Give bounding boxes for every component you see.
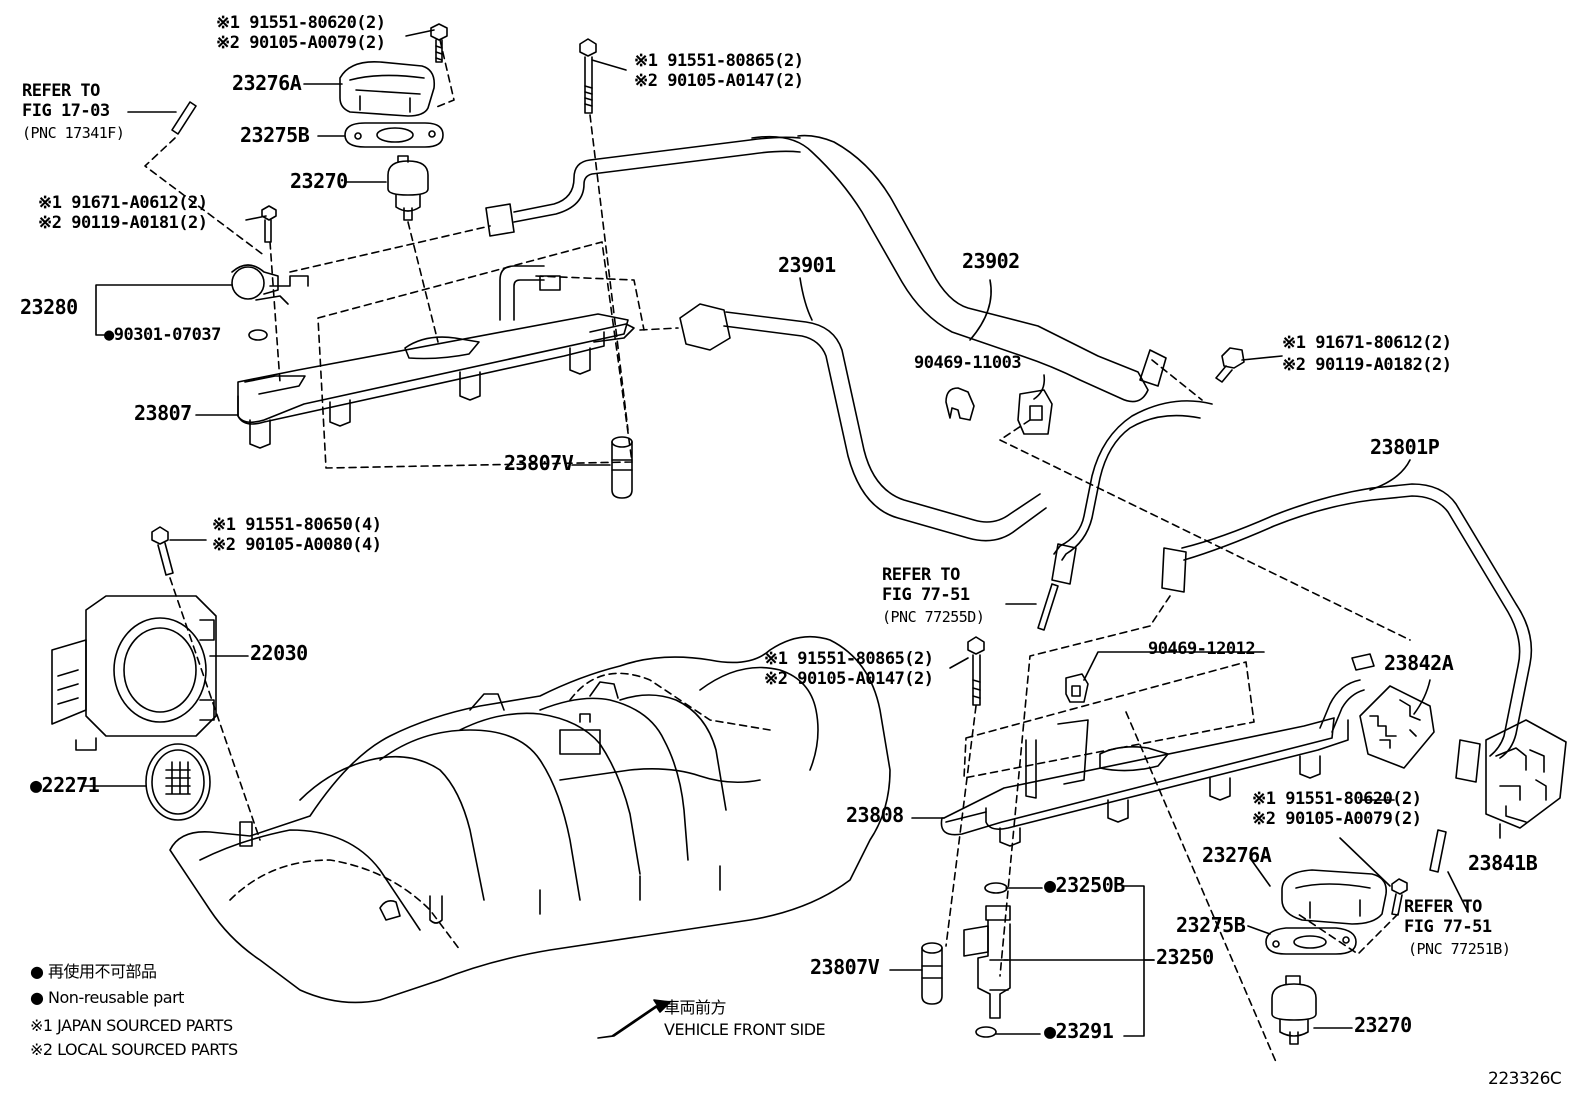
figure-id: 223326C	[1488, 1069, 1562, 1089]
callout-23808: 23808	[846, 803, 904, 827]
refer-line: (PNC 77251B)	[1408, 940, 1511, 958]
part-label: ※2 90105-A0147(2)	[634, 71, 804, 91]
part-label: ※2 90105-A0080(4)	[212, 535, 382, 555]
harness-bracket-23842a-icon	[1359, 685, 1435, 769]
clamp-90469-icon	[945, 387, 1053, 435]
cover-23276a-lower-icon	[1281, 869, 1388, 925]
part-label: ※1 91551-80865(2)	[634, 51, 804, 71]
refer-line: FIG 17-03	[22, 101, 110, 121]
vehicle-front-jp: 車両前方	[664, 998, 727, 1017]
callout-23276a-lower: 23276A	[1202, 843, 1272, 867]
gasket-23275b-icon	[344, 122, 444, 148]
injector-23250-icon	[963, 882, 1011, 1038]
front-arrow-icon	[597, 999, 671, 1039]
callout-22030: 22030	[250, 641, 308, 665]
legend-japan-sourced: ※1 JAPAN SOURCED PARTS	[30, 1016, 233, 1035]
part-label: ※1 91551-80620(2)	[1252, 789, 1422, 809]
part-label: ※2 90119-A0182(2)	[1282, 355, 1452, 375]
part-label: ※2 90119-A0181(2)	[38, 213, 208, 233]
fuel-hose-23902-icon	[485, 134, 1213, 585]
gasket-22271-icon	[145, 743, 211, 821]
callout-23842a: 23842A	[1384, 651, 1454, 675]
callout-23270-lower: 23270	[1354, 1013, 1412, 1037]
callout-23807v-lower: 23807V	[810, 955, 880, 979]
callout-22271: ●22271	[30, 773, 100, 797]
callout-23270: 23270	[290, 169, 348, 193]
long-bolt-icon	[579, 38, 597, 114]
bolt-lower-icon	[1391, 878, 1408, 916]
callout-23901: 23901	[778, 253, 836, 277]
o-ring-icon	[248, 329, 268, 341]
part-label: ※1 91551-80620(2)	[216, 13, 386, 33]
long-bolt-lower-icon	[967, 636, 985, 706]
bolt-91551-80650-icon	[151, 526, 174, 576]
refer-line: (PNC 77255D)	[882, 608, 985, 626]
gasket-23275b-lower-icon	[1265, 927, 1357, 955]
regulator-23270-icon	[387, 155, 429, 221]
refer-line: (PNC 17341F)	[22, 124, 125, 142]
callout-23280: 23280	[20, 295, 78, 319]
fuel-hose-23901-icon	[679, 303, 1047, 542]
clamp-90469-12012-icon	[1065, 673, 1089, 703]
collar-23807v-lower-icon	[921, 942, 943, 1005]
vehicle-front-en: VEHICLE FRONT SIDE	[664, 1020, 826, 1039]
refer-line: REFER TO	[22, 81, 100, 101]
part-label: ※1 91551-80650(4)	[212, 515, 382, 535]
harness-bracket-23841b-icon	[1485, 719, 1567, 829]
callout-23807v: 23807V	[504, 451, 574, 475]
callout-23250b: ●23250B	[1044, 873, 1125, 897]
fuel-hose-23801p-icon	[1161, 483, 1533, 783]
pulsation-damper-icon	[231, 264, 309, 305]
callout-23276a: 23276A	[232, 71, 302, 95]
bolt-91671-right-icon	[1215, 347, 1245, 383]
part-label: ※2 90105-A0079(2)	[216, 33, 386, 53]
callout-23291: ●23291	[1044, 1019, 1114, 1043]
bolt-91671-icon	[261, 205, 277, 243]
callout-23275b-lower: 23275B	[1176, 913, 1246, 937]
part-label: ※2 90105-A0147(2)	[764, 669, 934, 689]
regulator-23270-lower-icon	[1271, 975, 1317, 1045]
cover-23276a-icon	[339, 61, 436, 117]
refer-line: REFER TO	[882, 565, 960, 585]
part-label: ※1 91671-80612(2)	[1282, 333, 1452, 353]
intake-manifold-icon	[169, 635, 891, 1004]
callout-23275b: 23275B	[240, 123, 310, 147]
callout-90301: ●90301-07037	[104, 325, 221, 345]
refer-line: FIG 77-51	[1404, 917, 1492, 937]
callout-23902: 23902	[962, 249, 1020, 273]
fuel-rail-23807-icon	[237, 265, 635, 449]
callout-23250: 23250	[1156, 945, 1214, 969]
throttle-body-22030-icon	[51, 595, 217, 751]
part-label: ※2 90105-A0079(2)	[1252, 809, 1422, 829]
part-label: ※1 91551-80865(2)	[764, 649, 934, 669]
callout-23807: 23807	[134, 401, 192, 425]
part-label: ※1 91671-A0612(2)	[38, 193, 208, 213]
callout-23841b: 23841B	[1468, 851, 1538, 875]
callout-90469-11003: 90469-11003	[914, 353, 1022, 373]
refer-line: FIG 77-51	[882, 585, 970, 605]
callout-90469-12012: 90469-12012	[1148, 639, 1256, 659]
refer-line: REFER TO	[1404, 897, 1482, 917]
callout-23801p: 23801P	[1370, 435, 1440, 459]
bolt-top-icon	[430, 23, 448, 63]
legend-non-reusable-jp: ● 再使用不可部品	[30, 962, 157, 981]
collar-23807v-icon	[611, 436, 633, 499]
legend-local-sourced: ※2 LOCAL SOURCED PARTS	[30, 1040, 238, 1059]
legend-non-reusable-en: ● Non-reusable part	[30, 988, 184, 1007]
